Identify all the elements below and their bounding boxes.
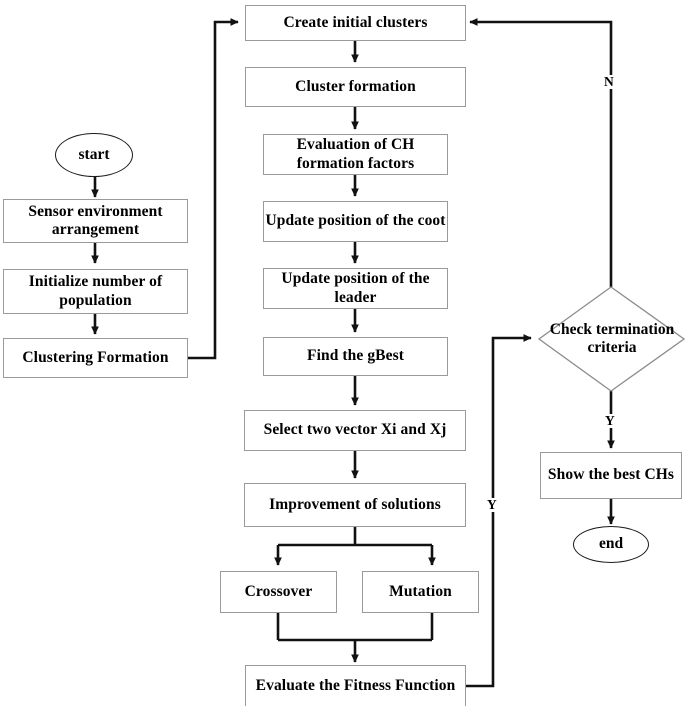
node-cluster-formation[interactable]: Cluster formation — [245, 67, 466, 107]
node-evaluate-fitness-label: Evaluate the Fitness Function — [255, 676, 456, 694]
edge-label-yes-show: Y — [604, 413, 616, 428]
node-mutation[interactable]: Mutation — [362, 571, 479, 613]
edge-clustering-to-create — [188, 18, 239, 360]
edge-label-yes-decision: Y — [486, 497, 498, 512]
node-clustering-formation-label: Clustering Formation — [22, 348, 169, 366]
node-evaluation-ch-factors[interactable]: Evaluation of CH formation factors — [263, 134, 448, 175]
node-sensor-environment-label: Sensor environment arrangement — [28, 202, 163, 238]
node-clustering-formation[interactable]: Clustering Formation — [3, 338, 188, 378]
node-sensor-environment[interactable]: Sensor environment arrangement — [3, 199, 188, 243]
node-improvement-solutions-label: Improvement of solutions — [269, 495, 441, 513]
node-update-position-leader[interactable]: Update position of the leader — [263, 268, 448, 309]
node-show-best-chs[interactable]: Show the best CHs — [540, 452, 682, 499]
node-mutation-label: Mutation — [389, 582, 452, 600]
node-evaluate-fitness[interactable]: Evaluate the Fitness Function — [245, 665, 466, 706]
node-end-label: end — [598, 535, 624, 553]
node-show-best-chs-label: Show the best CHs — [547, 466, 675, 484]
node-start-label: start — [78, 145, 110, 163]
node-find-gbest-label: Find the gBest — [307, 347, 404, 365]
node-initialize-population-label: Initialize number of population — [28, 273, 163, 309]
node-cluster-formation-label: Cluster formation — [295, 77, 416, 95]
node-select-two-vector-label: Select two vector Xi and Xj — [263, 421, 447, 439]
node-find-gbest[interactable]: Find the gBest — [263, 337, 448, 376]
node-check-termination-label: Check termination criteria — [549, 321, 675, 356]
node-crossover[interactable]: Crossover — [220, 571, 337, 613]
node-check-termination[interactable]: Check termination criteria — [539, 287, 685, 391]
node-update-position-coot-label: Update position of the coot — [265, 212, 446, 230]
node-evaluation-ch-factors-label: Evaluation of CH formation factors — [296, 136, 415, 172]
node-update-position-coot[interactable]: Update position of the coot — [263, 201, 448, 242]
node-update-position-leader-label: Update position of the leader — [281, 270, 430, 306]
node-start[interactable]: start — [55, 133, 133, 177]
node-create-initial-clusters-label: Create initial clusters — [283, 13, 428, 31]
edge-evaluate-to-decision — [466, 334, 532, 688]
node-improvement-solutions[interactable]: Improvement of solutions — [244, 483, 466, 527]
node-initialize-population[interactable]: Initialize number of population — [3, 269, 188, 314]
node-crossover-label: Crossover — [244, 582, 313, 600]
edge-decision-no-to-create — [469, 18, 613, 287]
node-select-two-vector[interactable]: Select two vector Xi and Xj — [244, 410, 466, 451]
edge-label-no: N — [603, 74, 615, 89]
node-end[interactable]: end — [573, 526, 649, 563]
node-create-initial-clusters[interactable]: Create initial clusters — [245, 5, 466, 41]
